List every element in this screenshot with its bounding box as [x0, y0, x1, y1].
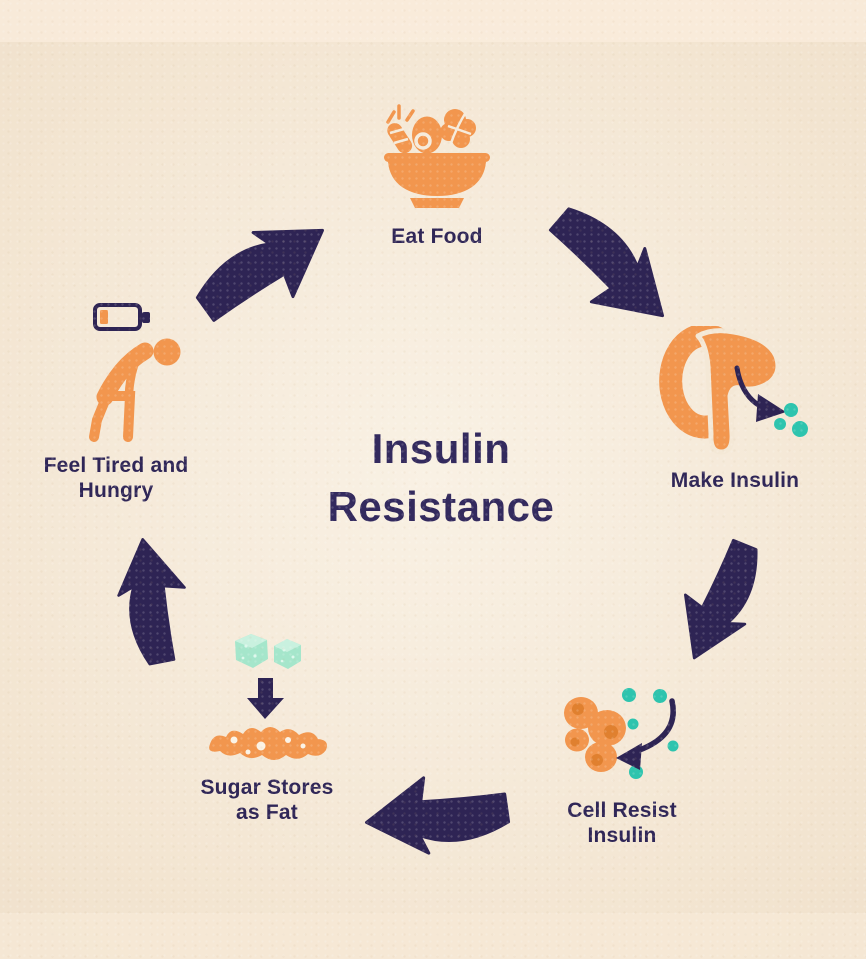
head: [153, 338, 181, 366]
cycle-arrow-sugar-to-tired-icon: [94, 528, 205, 677]
label-line: Insulin: [587, 824, 657, 847]
cycle-arrow-tired-to-eat-icon: [172, 183, 350, 351]
stage-label-sugar-stores: Sugar Stores as Fat: [177, 775, 357, 825]
cycle-arrow-cells-to-sugar-icon: [355, 760, 521, 879]
bowl-base: [410, 198, 464, 208]
arm: [124, 352, 142, 398]
carrot: [387, 123, 413, 154]
label-line: Make Insulin: [670, 469, 800, 492]
stage-label-cell-resist: Cell Resist Insulin: [532, 798, 712, 848]
fat-blob: [209, 727, 327, 760]
sugar-fat-icon: [198, 626, 338, 766]
cell-nuclei: [570, 703, 618, 766]
label-line: Cell Resist: [567, 799, 677, 822]
bowl-rim: [384, 153, 490, 162]
insulin-dots: [774, 403, 808, 437]
bowl-body: [388, 162, 486, 196]
pancreas-body: [695, 328, 781, 455]
label-line: Feel Tired and: [43, 454, 189, 477]
back-leg: [89, 393, 111, 442]
food-bowl-icon: [378, 96, 496, 214]
cycle-arrow-eat-to-insulin-icon: [524, 180, 701, 349]
cycle-arrow-insulin-to-cells-icon: [661, 525, 784, 679]
label-line: Eat Food: [391, 225, 483, 248]
stage-label-make-insulin: Make Insulin: [645, 468, 825, 493]
sugar-cubes: [235, 634, 301, 669]
low-battery-icon: [91, 300, 153, 334]
tired-person-icon: [85, 335, 185, 447]
torso: [96, 342, 154, 406]
fat-blob-dots: [230, 736, 306, 755]
carrot-leaf-lines: [386, 104, 415, 124]
stage-label-eat-food: Eat Food: [347, 224, 527, 249]
title-line-2: Resistance: [327, 483, 555, 530]
label-line: Sugar Stores: [200, 776, 334, 799]
top-light-band: [0, 0, 866, 42]
page-title: Insulin Resistance: [241, 420, 641, 536]
down-arrow: [247, 678, 284, 719]
label-line: as Fat: [236, 801, 298, 824]
title-line-1: Insulin: [371, 425, 511, 472]
resist-arrow: [631, 698, 676, 755]
pancreas-icon: [642, 323, 817, 466]
stage-label-feel-tired: Feel Tired and Hungry: [26, 453, 206, 503]
bottom-light-band: [0, 913, 866, 959]
battery-charge-bar: [100, 310, 108, 324]
label-line: Hungry: [78, 479, 154, 502]
cells-icon: [556, 683, 688, 785]
front-leg: [104, 391, 136, 442]
